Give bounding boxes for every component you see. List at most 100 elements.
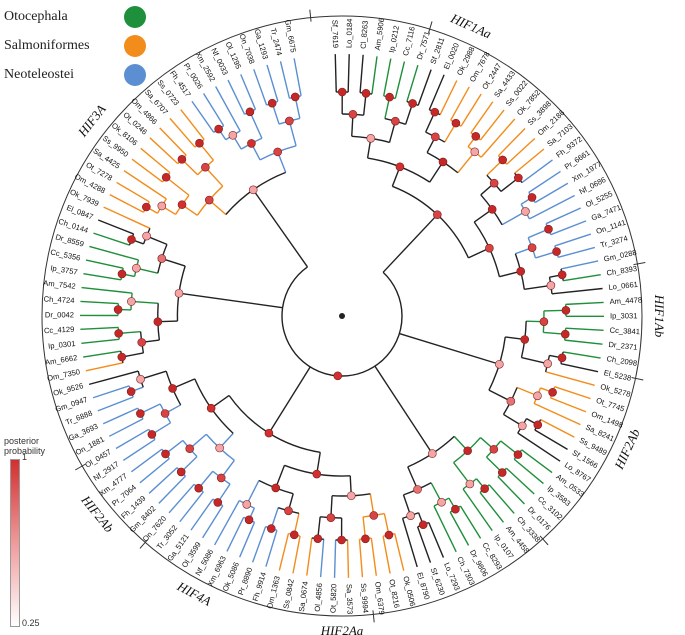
- branch-radial: [97, 219, 134, 235]
- branch-radial: [180, 109, 205, 140]
- branch-radial: [406, 65, 419, 102]
- branch-radial: [85, 362, 124, 372]
- legend-item-neoteleostei: Neoteleostei: [4, 62, 74, 88]
- tip-label: Dr_7571: [415, 30, 432, 60]
- branch-radial: [505, 467, 535, 495]
- posterior-node: [153, 317, 163, 327]
- branch-radial: [122, 438, 156, 461]
- legend-item-otocephala: Otocephala: [4, 4, 68, 30]
- branch-radial: [240, 74, 257, 110]
- branch-radial: [383, 58, 392, 97]
- branch-radial: [470, 101, 494, 134]
- branch-radial: [460, 93, 482, 127]
- branch-radial: [374, 365, 433, 454]
- branch-radial: [524, 284, 552, 291]
- tip-label: Ip_3757: [50, 263, 79, 276]
- posterior-node: [312, 469, 322, 479]
- tip-label: Am_6662: [44, 353, 78, 367]
- branch-radial: [401, 518, 418, 568]
- branch-radial: [439, 80, 458, 115]
- posterior-node: [418, 520, 428, 530]
- branch-radial: [103, 206, 151, 229]
- branch-radial: [108, 418, 144, 437]
- posterior-node: [489, 178, 499, 188]
- tip-label: Ot_5820: [329, 584, 339, 613]
- posterior-node: [161, 172, 171, 182]
- posterior-node: [136, 374, 145, 384]
- posterior-node: [437, 497, 446, 507]
- posterior-node: [366, 134, 376, 143]
- posterior-node: [544, 224, 553, 234]
- posterior-node: [395, 162, 405, 172]
- tip-label: Dr_8559: [54, 232, 84, 248]
- branch-radial: [551, 287, 603, 295]
- posterior-node: [284, 506, 293, 516]
- branch-radial: [279, 61, 291, 99]
- branch-radial: [560, 362, 599, 373]
- posterior-node: [433, 210, 442, 219]
- posterior-node: [430, 107, 440, 117]
- clade-separator: [539, 535, 549, 546]
- branch-radial: [292, 535, 301, 574]
- branch-radial: [533, 402, 581, 426]
- tip-label: Sa_0674: [297, 581, 310, 612]
- posterior-node: [177, 200, 187, 209]
- tip-label: Ip_0212: [387, 25, 401, 54]
- posterior-node: [264, 428, 274, 438]
- tip-label: Om_1363: [265, 575, 282, 610]
- posterior-node: [290, 92, 300, 102]
- clade-ring: [41, 9, 646, 623]
- posterior-node: [451, 504, 460, 514]
- tip-label: Ok_9526: [52, 381, 84, 398]
- posterior-node: [132, 263, 141, 273]
- tip-label: Cc_4129: [44, 325, 75, 336]
- posterior-node: [487, 204, 497, 214]
- branch-radial: [497, 476, 525, 505]
- posterior-node: [215, 443, 224, 453]
- posterior-node: [195, 138, 204, 148]
- branch-radial: [459, 505, 482, 539]
- branch-radial: [80, 300, 119, 305]
- posterior-node: [147, 430, 157, 439]
- posterior-node: [346, 491, 356, 501]
- branch-radial: [333, 539, 337, 578]
- branch-radial: [550, 397, 587, 413]
- branch-radial: [517, 432, 561, 462]
- branch-radial: [545, 207, 582, 225]
- tip-label: Cc_7116: [401, 26, 417, 57]
- branch-radial: [449, 511, 470, 546]
- posterior-node: [176, 467, 186, 477]
- posterior-node: [552, 247, 561, 256]
- legend-swatch-otocephala: [124, 6, 146, 28]
- tip-label: Gm_0288: [603, 248, 638, 264]
- tip-label: Ok_0506: [401, 575, 417, 607]
- branch-radial: [550, 220, 587, 236]
- posterior-node: [137, 338, 147, 347]
- posterior-node: [247, 139, 256, 148]
- branch-radial: [563, 273, 601, 282]
- branch-radial: [131, 158, 163, 183]
- branch-radial: [249, 111, 263, 139]
- tip-label: On_1141: [595, 218, 627, 236]
- branch-radial: [534, 429, 568, 450]
- tip-label: Sf_6230: [429, 567, 447, 597]
- tip-label: Cl_8263: [359, 20, 370, 49]
- branch-radial: [319, 539, 325, 578]
- branch-radial: [226, 516, 245, 552]
- branch-radial: [109, 194, 144, 213]
- branch-radial: [251, 526, 267, 563]
- tip-label: Om_6379: [373, 581, 386, 615]
- branch-radial: [115, 428, 150, 450]
- tip-label: Dr_2371: [608, 340, 638, 352]
- clade-label: HIF2Aa: [320, 623, 364, 635]
- posterior-node: [126, 387, 136, 396]
- branch-radial: [139, 458, 170, 484]
- branch-radial: [562, 351, 601, 359]
- branch-radial: [457, 151, 476, 174]
- clade-separator: [372, 610, 375, 623]
- branch-radial: [266, 64, 279, 102]
- posterior-node: [185, 444, 195, 454]
- posterior-node: [160, 409, 170, 418]
- branch-radial: [428, 74, 445, 110]
